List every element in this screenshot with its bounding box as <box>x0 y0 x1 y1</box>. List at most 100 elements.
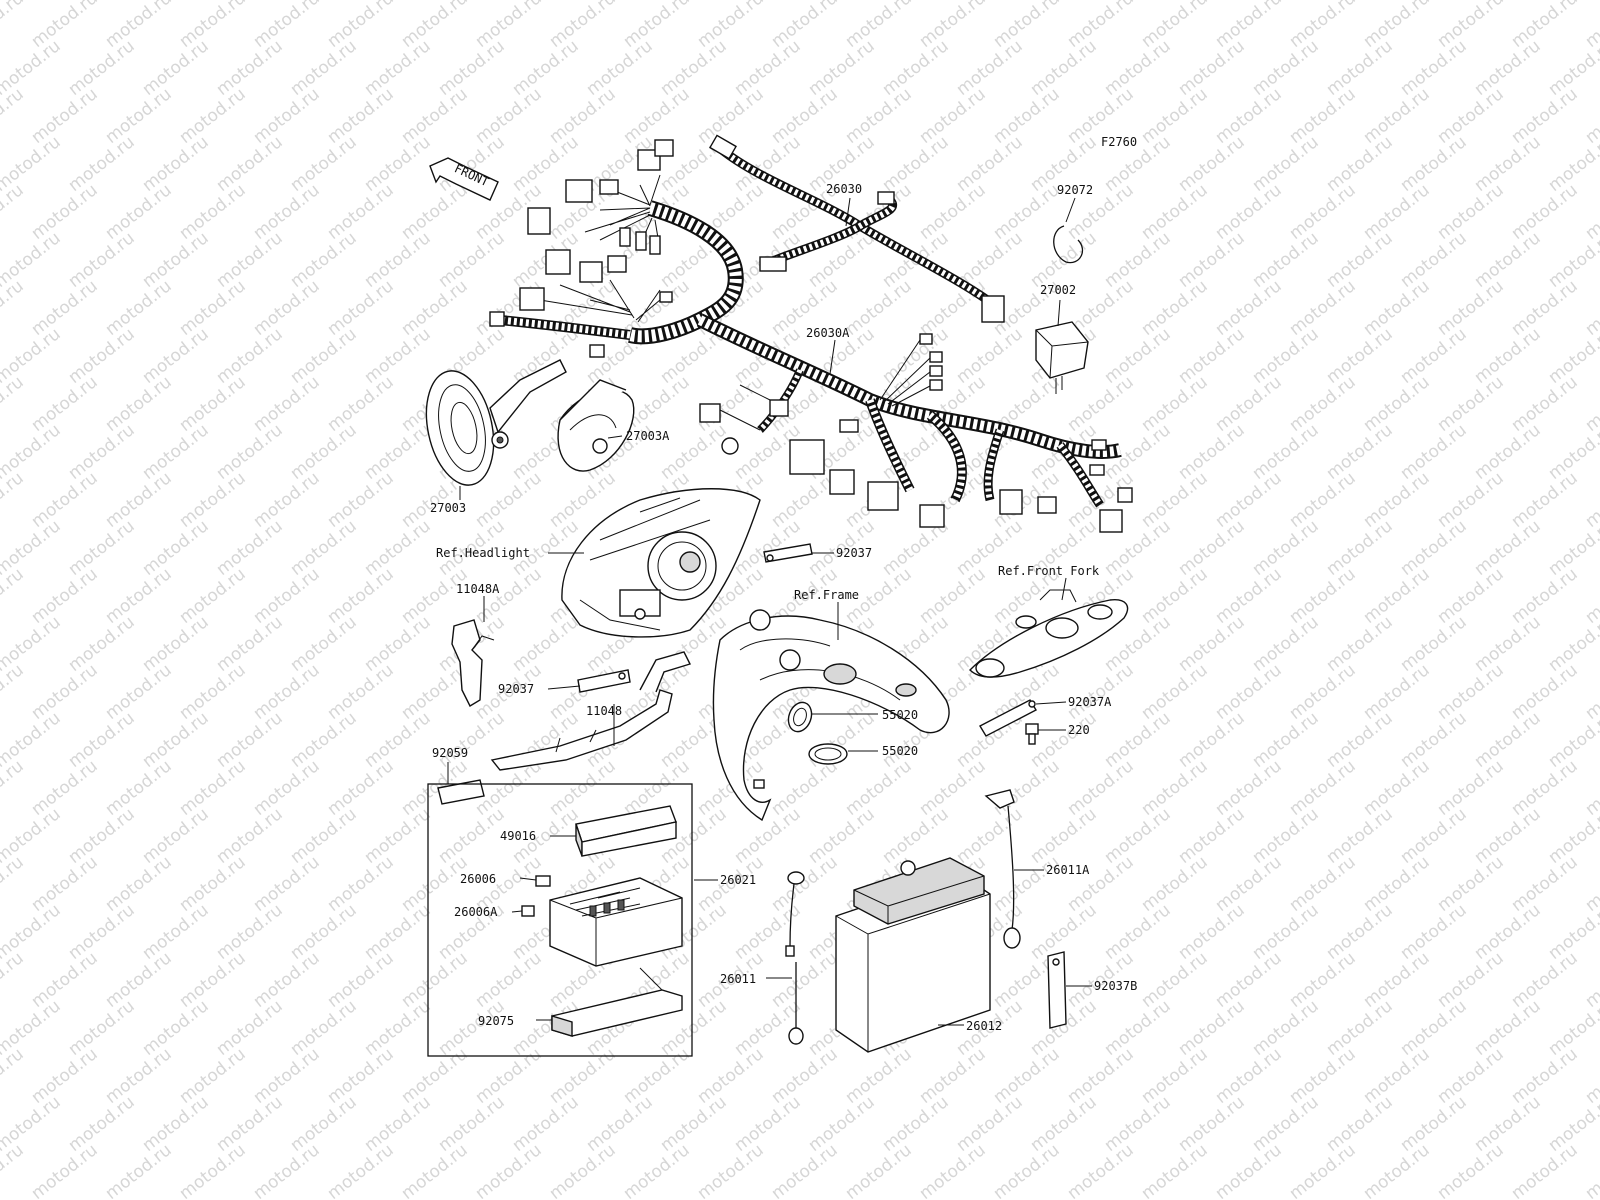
watermark-text: motod.ru <box>1249 1092 1323 1156</box>
watermark-text: motod.ru <box>1027 708 1101 772</box>
watermark-text: motod.ru <box>1249 516 1323 580</box>
watermark-text: motod.ru <box>65 612 139 676</box>
watermark-text: motod.ru <box>0 180 28 244</box>
watermark-text: motod.ru <box>0 1140 28 1200</box>
watermark-text: motod.ru <box>1323 516 1397 580</box>
watermark-text: motod.ru <box>842 1044 916 1108</box>
watermark-text: motod.ru <box>953 804 1027 868</box>
label-26030: 26030 <box>826 182 862 196</box>
watermark-text: motod.ru <box>1101 900 1175 964</box>
watermark-text: motod.ru <box>1249 324 1323 388</box>
label-26021: 26021 <box>720 873 756 887</box>
watermark-text: motod.ru <box>1434 84 1508 148</box>
watermark-text: motod.ru <box>1175 900 1249 964</box>
watermark-text: motod.ru <box>0 468 28 532</box>
watermark-text: motod.ru <box>0 852 28 916</box>
main-harness-26030A <box>489 139 1133 533</box>
watermark-text: motod.ru <box>102 84 176 148</box>
part-26011A-cable <box>984 789 1021 949</box>
watermark-text: motod.ru <box>1286 0 1360 52</box>
leader-lines <box>447 197 1092 1026</box>
watermark-text: motod.ru <box>1471 36 1545 100</box>
watermark-text: motod.ru <box>1508 852 1582 916</box>
part-92059-pad <box>437 779 485 805</box>
watermark-text: motod.ru <box>287 516 361 580</box>
watermark-text: motod.ru <box>176 852 250 916</box>
watermark-text: motod.ru <box>1323 36 1397 100</box>
watermark-text: motod.ru <box>287 804 361 868</box>
watermark-text: motod.ru <box>1471 132 1545 196</box>
watermark-text: motod.ru <box>324 468 398 532</box>
watermark-text: motod.ru <box>139 132 213 196</box>
watermark-text: motod.ru <box>1471 324 1545 388</box>
watermark-text: motod.ru <box>1360 660 1434 724</box>
watermark-text: motod.ru <box>1101 228 1175 292</box>
watermark-text: motod.ru <box>1323 1092 1397 1156</box>
watermark-text: motod.ru <box>102 756 176 820</box>
watermark-text: motod.ru <box>176 564 250 628</box>
watermark-text: motod.ru <box>1064 372 1138 436</box>
watermark-text: motod.ru <box>1175 36 1249 100</box>
watermark-text: motod.ru <box>102 564 176 628</box>
watermark-text: motod.ru <box>1397 612 1471 676</box>
watermark-text: motod.ru <box>768 756 842 820</box>
watermark-text: motod.ru <box>1286 1044 1360 1108</box>
watermark-text: motod.ru <box>435 1092 509 1156</box>
watermark-text: motod.ru <box>250 84 324 148</box>
watermark-text: motod.ru <box>1360 564 1434 628</box>
watermark-text: motod.ru <box>102 948 176 1012</box>
watermark-text: motod.ru <box>990 1044 1064 1108</box>
watermark-text: motod.ru <box>1508 948 1582 1012</box>
watermark-text: motod.ru <box>1323 996 1397 1060</box>
label-92037-upper: 92037 <box>836 546 872 560</box>
watermark-text: motod.ru <box>102 852 176 916</box>
watermark-text: motod.ru <box>28 1140 102 1200</box>
watermark-text: motod.ru <box>472 84 546 148</box>
watermark-text: motod.ru <box>1138 276 1212 340</box>
label-26030A: 26030A <box>806 326 850 340</box>
watermark-text: motod.ru <box>916 756 990 820</box>
watermark-text: motod.ru <box>1360 1044 1434 1108</box>
watermark-text: motod.ru <box>102 0 176 52</box>
watermark-text: motod.ru <box>1027 804 1101 868</box>
watermark-text: motod.ru <box>1360 276 1434 340</box>
watermark-text: motod.ru <box>879 132 953 196</box>
watermark-text: motod.ru <box>213 324 287 388</box>
label-26006: 26006 <box>460 872 496 886</box>
watermark-text: motod.ru <box>1397 900 1471 964</box>
watermark-text: motod.ru <box>953 132 1027 196</box>
part-27003A-horn <box>557 379 635 472</box>
watermark-text: motod.ru <box>139 516 213 580</box>
watermark-text: motod.ru <box>916 1044 990 1108</box>
watermark-text: motod.ru <box>0 564 28 628</box>
watermark-text: motod.ru <box>65 1092 139 1156</box>
watermark-text: motod.ru <box>1101 36 1175 100</box>
watermark-text: motod.ru <box>1212 84 1286 148</box>
watermark-text: motod.ru <box>1138 0 1212 52</box>
watermark-text: motod.ru <box>1212 1140 1286 1200</box>
watermark-text: motod.ru <box>28 756 102 820</box>
watermark-text: motod.ru <box>1286 852 1360 916</box>
watermark-text: motod.ru <box>0 660 28 724</box>
watermark-text: motod.ru <box>620 1044 694 1108</box>
watermark-text: motod.ru <box>805 1092 879 1156</box>
watermark-text: motod.ru <box>916 276 990 340</box>
watermark-text: motod.ru <box>176 276 250 340</box>
watermark-text: motod.ru <box>1175 996 1249 1060</box>
watermark-text: motod.ru <box>768 1140 842 1200</box>
watermark-text: motod.ru <box>1434 1044 1508 1108</box>
watermark-text: motod.ru <box>28 0 102 52</box>
watermark-text: motod.ru <box>1064 756 1138 820</box>
watermark-text: motod.ru <box>990 1140 1064 1200</box>
watermark-text: motod.ru <box>1175 324 1249 388</box>
watermark-text: motod.ru <box>28 84 102 148</box>
watermark-text: motod.ru <box>620 0 694 52</box>
watermark-text: motod.ru <box>879 1092 953 1156</box>
ref-frame <box>712 609 950 822</box>
watermark-text: motod.ru <box>139 708 213 772</box>
watermark-text: motod.ru <box>620 84 694 148</box>
watermark-text: motod.ru <box>1508 84 1582 148</box>
watermark-text: motod.ru <box>139 996 213 1060</box>
watermark-text: motod.ru <box>1508 180 1582 244</box>
watermark-text: motod.ru <box>1212 276 1286 340</box>
